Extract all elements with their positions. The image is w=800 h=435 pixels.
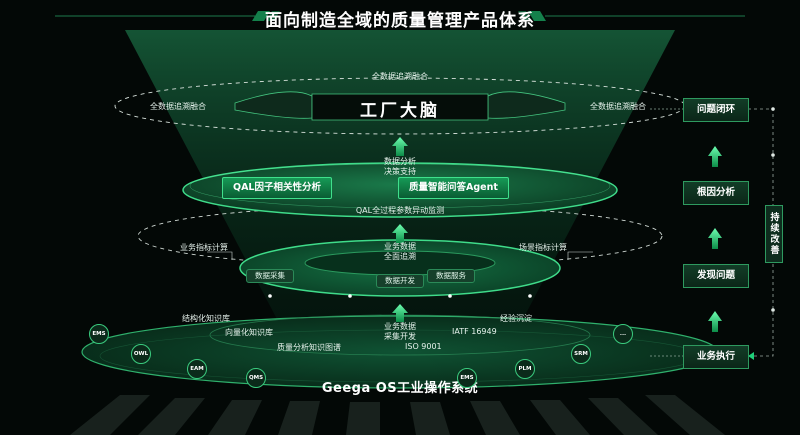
data-development-pill: 数据开发 (376, 274, 424, 288)
iso-label: ISO 9001 (405, 342, 442, 351)
plm-icon[interactable]: PLM (515, 359, 535, 379)
arrow2-label: 业务数据全面追溯 (384, 242, 416, 261)
owl-icon[interactable]: OWL (131, 344, 151, 364)
qal-factor-analysis-box[interactable]: QAL因子相关性分析 (222, 177, 332, 199)
header-decoration-right (518, 11, 745, 21)
srm-icon[interactable]: SRM (571, 344, 591, 364)
up-arrow-3 (392, 304, 408, 322)
page-title: 面向制造全域的质量管理产品体系 (265, 11, 535, 31)
top-label: 全数据追溯融合 (372, 72, 428, 81)
flow-step-close-loop[interactable]: 问题闭环 (683, 98, 749, 122)
flow-arrows-right (708, 146, 722, 332)
continuous-improvement-label: 持续改善 (765, 205, 783, 263)
structured-kb-label: 结构化知识库 (182, 314, 230, 323)
knowledge-graph-label: 质量分析知识图谱 (277, 343, 341, 352)
experience-label: 经验沉淀 (500, 314, 532, 323)
vector-kb-label: 向量化知识库 (225, 328, 273, 337)
flow-step-root-cause[interactable]: 根因分析 (683, 181, 749, 205)
qms-icon[interactable]: QMS (246, 368, 266, 388)
base-platform-stripes (70, 395, 725, 435)
factory-brain-label: 工厂大脑 (360, 101, 440, 121)
more-icon[interactable]: ... (613, 324, 633, 344)
header-decoration-left (55, 11, 280, 21)
scenario-metrics-label: 场景指标计算 (519, 243, 567, 252)
data-collection-pill: 数据采集 (246, 269, 294, 283)
top-left-label: 全数据追溯融合 (150, 102, 206, 111)
top-right-label: 全数据追溯融合 (590, 102, 646, 111)
data-service-pill: 数据服务 (427, 269, 475, 283)
os-name: Geega OS工业操作系统 (321, 381, 479, 396)
eam-icon[interactable]: EAM (187, 359, 207, 379)
loop-line (748, 108, 774, 357)
qal-monitoring-label: QAL全过程参数异动监测 (355, 206, 445, 215)
flow-step-find-problem[interactable]: 发现问题 (683, 264, 749, 288)
flow-step-execution[interactable]: 业务执行 (683, 345, 749, 369)
business-metrics-label: 业务指标计算 (180, 243, 228, 252)
arrow3-label: 业务数据采集开发 (384, 322, 416, 341)
ems-icon[interactable]: EMS (89, 324, 109, 344)
up-arrow-1 (392, 137, 408, 156)
arrow1-label: 数据分析决策支持 (384, 157, 416, 176)
up-arrow-2 (392, 224, 408, 243)
iatf-label: IATF 16949 (452, 327, 497, 336)
ems-icon-2[interactable]: EMS (457, 368, 477, 388)
quality-qa-agent-box[interactable]: 质量智能问答Agent (398, 177, 509, 199)
